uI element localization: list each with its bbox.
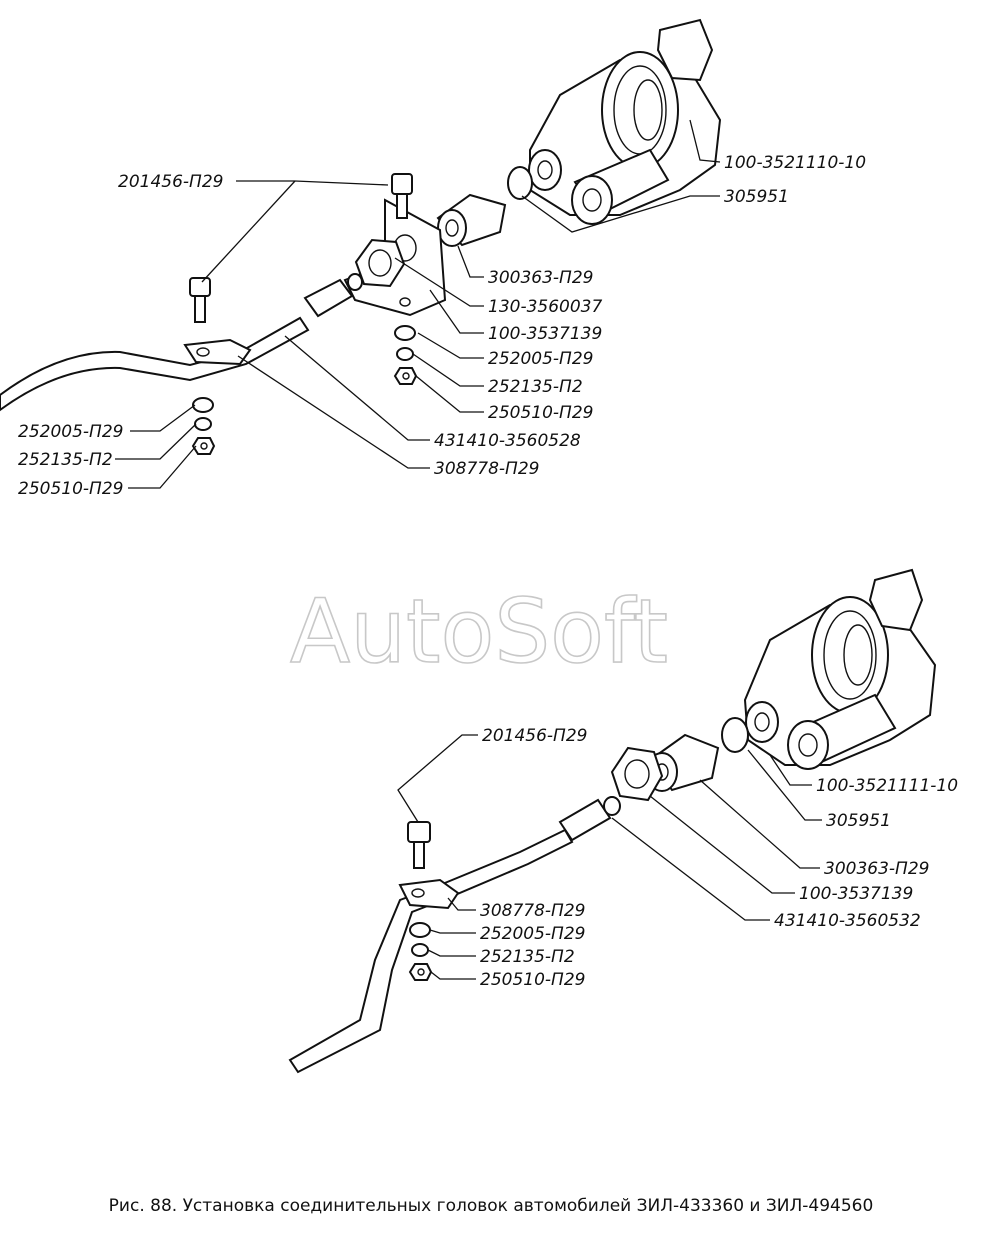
bottom-seal-ring [721,717,749,753]
bottom-washer [409,922,431,938]
top-label-252005-left: 252005-П29 [18,422,123,442]
bottom-label-305951: 305951 [826,811,891,831]
bottom-bolt [407,821,431,869]
bottom-label-100-3537139: 100-3537139 [799,884,913,904]
watermark: AutoSoft [290,580,668,683]
top-label-308778: 308778-П29 [434,459,539,479]
bottom-label-252135: 252135-П2 [480,947,575,967]
top-label-201456: 201456-П29 [118,172,223,192]
top-label-252135-left: 252135-П2 [18,450,113,470]
top-label-252005-right: 252005-П29 [488,349,593,369]
bottom-label-431410-3560532: 431410-3560532 [774,911,921,931]
top-clamp [183,338,252,366]
top-right-spring-washer [396,347,414,361]
top-hose [0,273,363,412]
bottom-label-250510: 250510-П29 [480,970,585,990]
bottom-hose [288,796,621,1074]
top-left-nut [191,437,216,455]
top-label-250510-right: 250510-П29 [488,403,593,423]
bottom-label-300363: 300363-П29 [824,859,929,879]
top-label-431410-3560528: 431410-3560528 [434,431,581,451]
top-label-300363: 300363-П29 [488,268,593,288]
bottom-clamp [398,878,460,910]
bottom-assembly: 201456-П29 100-3521111-10 305951 300363-… [288,568,958,1074]
top-coupling-head [528,18,722,225]
top-label-305951: 305951 [724,187,789,207]
top-left-spring-washer [194,417,212,431]
top-left-washer [192,397,214,413]
bottom-label-201456: 201456-П29 [482,726,587,746]
bottom-locknut [408,963,433,981]
bottom-nut [610,746,664,802]
top-label-100-3521110: 100-3521110-10 [724,153,866,173]
top-label-130-3560037: 130-3560037 [488,297,602,317]
bottom-label-308778: 308778-П29 [480,901,585,921]
top-label-252135-right: 252135-П2 [488,377,583,397]
top-left-bolt [189,277,211,323]
bottom-leader-lines [397,734,822,980]
bottom-label-100-3521111: 100-3521111-10 [816,776,958,796]
top-bracket-bolt [391,173,413,219]
top-seal-ring [507,166,533,200]
top-fitting [436,193,507,247]
bottom-label-252005: 252005-П29 [480,924,585,944]
top-assembly: 201456-П29 100-3521110-10 305951 300363-… [0,18,866,499]
bottom-spring-washer [411,943,429,957]
bottom-coupling-head [743,568,937,770]
top-label-100-3537139: 100-3537139 [488,324,602,344]
top-right-nut [393,367,418,385]
figure-caption: Рис. 88. Установка соединительных голово… [108,1196,874,1216]
top-leader-lines [115,119,721,489]
top-right-washer [394,325,416,341]
top-label-250510-left: 250510-П29 [18,479,123,499]
